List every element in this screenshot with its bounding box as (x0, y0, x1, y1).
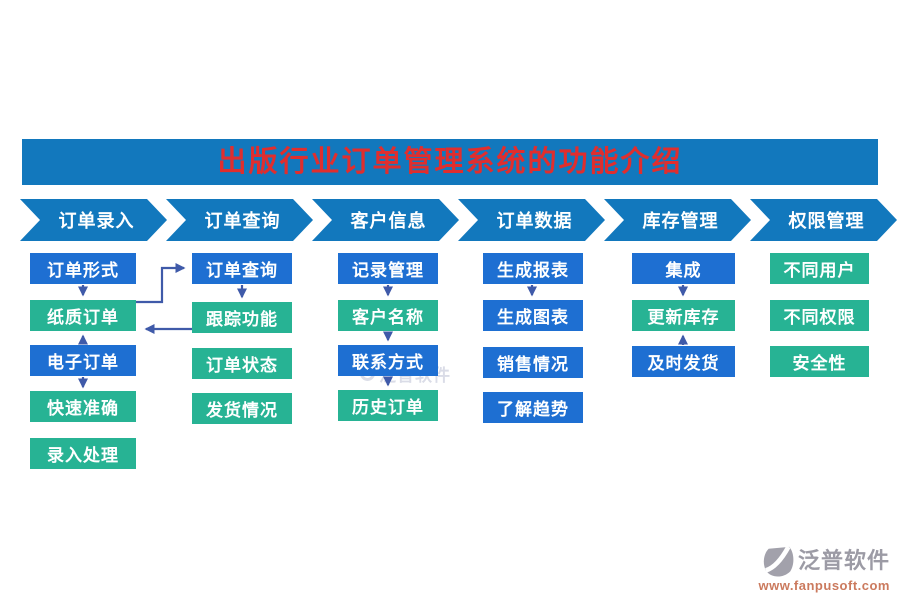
feature-box-update-stock: 更新库存 (632, 300, 735, 331)
feature-box-label: 不同权限 (783, 308, 856, 327)
feature-box-label: 纸质订单 (47, 308, 119, 327)
stage-header-customer-info: 客户信息 (312, 199, 459, 241)
feature-box-diff-users: 不同用户 (770, 253, 869, 284)
stage-header-label: 客户信息 (350, 211, 427, 231)
vendor-name: 泛普软件 (797, 547, 890, 573)
feature-box-security: 安全性 (770, 346, 869, 377)
feature-box-label: 发货情况 (206, 401, 278, 420)
feature-box-label: 不同用户 (783, 261, 856, 280)
feature-box-tracking: 跟踪功能 (192, 302, 292, 333)
feature-box-label: 电子订单 (47, 353, 119, 372)
feature-box-order-query: 订单查询 (192, 253, 292, 284)
feature-box-label: 及时发货 (647, 354, 720, 373)
feature-box-fast-accurate: 快速准确 (30, 391, 136, 422)
feature-box-label: 联系方式 (352, 353, 424, 372)
vendor-logo: 泛普软件 www.fanpusoft.com (750, 545, 890, 593)
feature-box-integration: 集成 (632, 253, 735, 284)
feature-box-label: 客户名称 (352, 308, 424, 327)
feature-box-e-order: 电子订单 (30, 345, 136, 376)
feature-box-sales-status: 销售情况 (483, 347, 583, 378)
stage-header-permissions: 权限管理 (750, 199, 897, 241)
feature-box-gen-report: 生成报表 (483, 253, 583, 284)
feature-box-history-order: 历史订单 (338, 390, 438, 421)
feature-box-entry-process: 录入处理 (30, 438, 136, 469)
feature-box-label: 订单查询 (206, 261, 278, 280)
title-bar: 出版行业订单管理系统的功能介绍 (22, 139, 878, 185)
feature-box-label: 生成报表 (497, 261, 569, 280)
stage-header-label: 权限管理 (788, 211, 865, 231)
stage-header-order-entry: 订单录入 (20, 199, 167, 241)
feature-box-label: 了解趋势 (497, 400, 569, 419)
page-title: 出版行业订单管理系统的功能介绍 (217, 145, 683, 178)
feature-box-label: 历史订单 (352, 398, 424, 417)
feature-box-label: 更新库存 (647, 308, 720, 327)
feature-box-label: 订单状态 (206, 356, 278, 375)
feature-box-customer-name: 客户名称 (338, 300, 438, 331)
feature-box-gen-chart: 生成图表 (483, 300, 583, 331)
stage-header-inventory: 库存管理 (604, 199, 751, 241)
feature-box-record-mgmt: 记录管理 (338, 253, 438, 284)
feature-box-paper-order: 纸质订单 (30, 300, 136, 331)
feature-box-label: 集成 (665, 261, 702, 280)
stage-header-order-query: 订单查询 (166, 199, 313, 241)
feature-box-order-form: 订单形式 (30, 253, 136, 284)
feature-box-label: 记录管理 (352, 261, 424, 280)
stage-header-order-data: 订单数据 (458, 199, 605, 241)
stage-header-label: 订单录入 (58, 211, 135, 231)
feature-box-trends: 了解趋势 (483, 392, 583, 423)
feature-box-shipping-info: 发货情况 (192, 393, 292, 424)
feature-box-diff-perms: 不同权限 (770, 300, 869, 331)
feature-box-label: 订单形式 (47, 261, 119, 280)
feature-box-label: 安全性 (792, 354, 847, 373)
feature-box-label: 生成图表 (497, 308, 569, 327)
stage-header-label: 库存管理 (642, 211, 719, 231)
feature-box-label: 录入处理 (47, 446, 119, 465)
feature-box-label: 跟踪功能 (206, 310, 278, 329)
feature-box-label: 销售情况 (497, 355, 569, 374)
feature-box-order-status: 订单状态 (192, 348, 292, 379)
feature-box-timely-ship: 及时发货 (632, 346, 735, 377)
stage-header-label: 订单查询 (204, 211, 281, 231)
fanpu-logo-icon (763, 545, 794, 577)
vendor-url: www.fanpusoft.com (758, 578, 890, 593)
feature-box-label: 快速准确 (47, 399, 119, 418)
stage-header-label: 订单数据 (496, 211, 573, 231)
feature-box-contact-info: 联系方式 (338, 345, 438, 376)
